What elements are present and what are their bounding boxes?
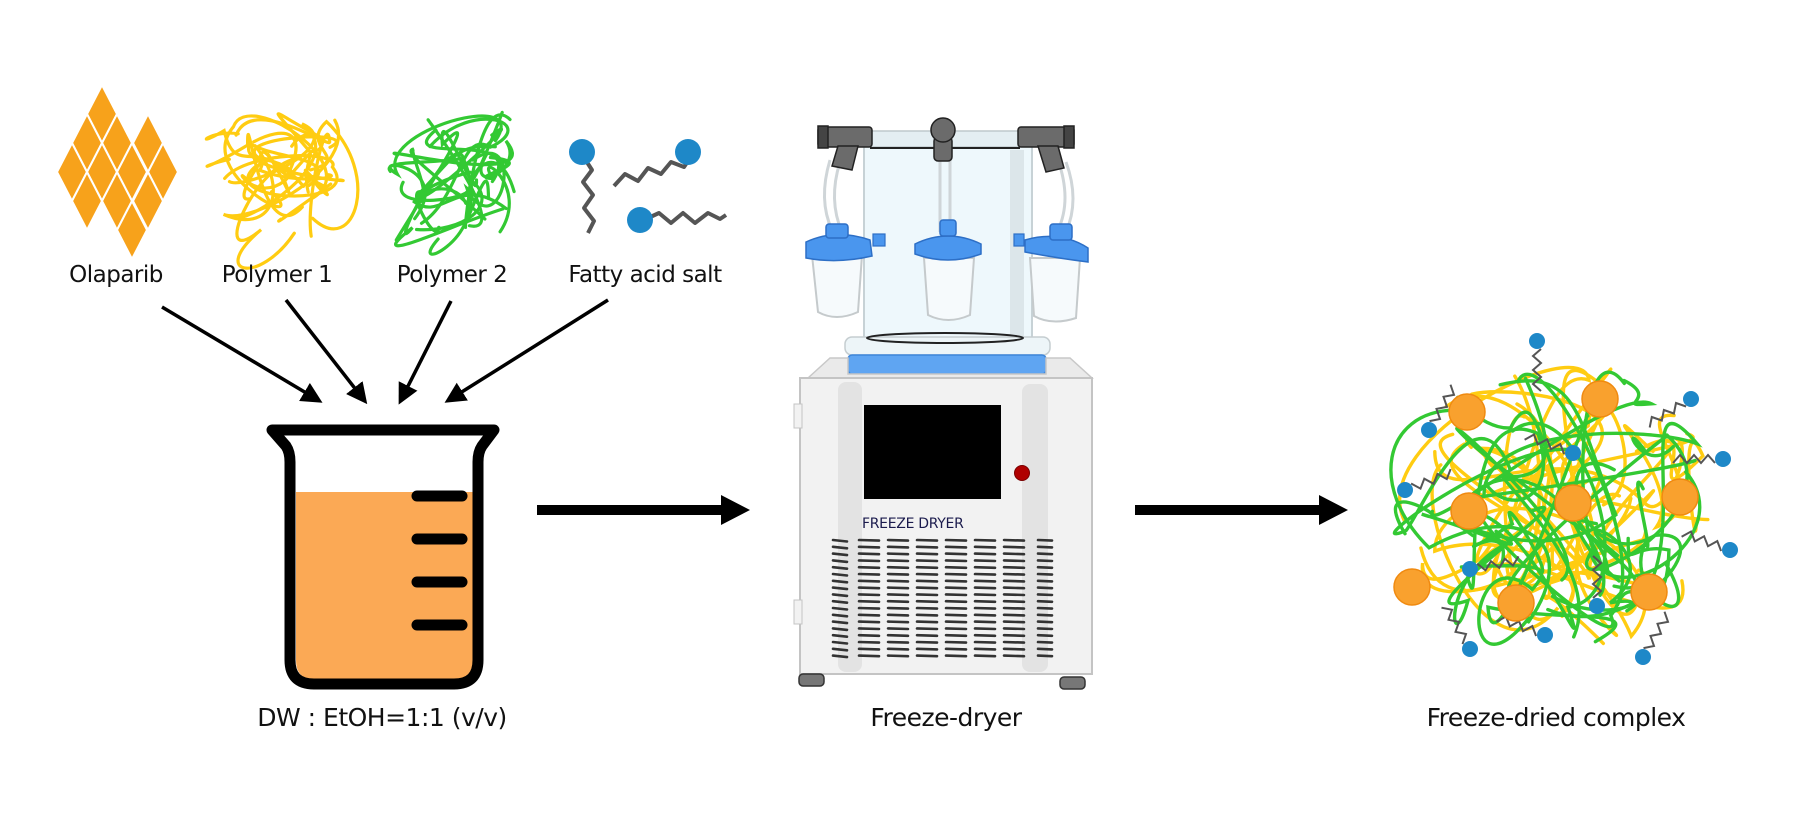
input-arrows <box>161 298 609 405</box>
polymer-chain <box>204 128 306 188</box>
label-freeze-dryer: Freeze-dryer <box>870 703 1022 732</box>
label-fatty-acid-salt: Fatty acid salt <box>568 262 722 288</box>
olaparib-particle <box>1393 568 1431 606</box>
olaparib-particle <box>1497 584 1535 622</box>
arrow-fatty-acid <box>444 298 609 403</box>
surfactant-tail <box>1441 606 1468 645</box>
surfactant-tail <box>1410 468 1452 491</box>
feet <box>798 673 1086 690</box>
surfactant-head <box>1715 451 1731 467</box>
polymer-chain <box>277 168 333 223</box>
olaparib-particle <box>1450 492 1488 530</box>
surfactant-tail <box>1476 555 1520 572</box>
arrow-polymer1 <box>284 298 368 405</box>
surfactant-head <box>1635 649 1651 665</box>
process-arrow-1 <box>537 495 750 525</box>
olaparib-particle <box>1630 573 1668 611</box>
polymer-chain <box>1447 505 1547 626</box>
label-solvent: DW : EtOH=1:1 (v/v) <box>257 703 507 732</box>
diamond-crystal-cluster-icon <box>55 82 180 262</box>
crystal-facet <box>115 198 149 262</box>
polymer-chain <box>394 152 505 248</box>
surfactant-head <box>1537 627 1553 643</box>
surfactant-tail <box>1591 555 1603 599</box>
label-polymer2: Polymer 2 <box>396 262 508 288</box>
graduation-marks <box>411 490 468 631</box>
surfactant-head <box>1462 561 1478 577</box>
surfactant-head <box>1589 598 1605 614</box>
surfactant-head <box>1529 333 1545 349</box>
vent-grille <box>831 538 1054 659</box>
polymer-chain <box>235 156 302 270</box>
olaparib-particle <box>1448 393 1486 431</box>
label-freeze-dried-complex: Freeze-dried complex <box>1426 703 1686 732</box>
olaparib-particle <box>1661 478 1699 516</box>
polymer-chain <box>1455 426 1638 590</box>
surfactant-head <box>1565 445 1581 461</box>
polymer-chain <box>240 131 298 190</box>
polymer-chain <box>1389 408 1551 624</box>
surfactant-tail <box>1681 530 1723 552</box>
surfactant-tail <box>1643 611 1670 650</box>
surfactant-tail <box>1672 453 1716 465</box>
polymer-chain <box>205 133 304 218</box>
flask-center <box>914 219 982 321</box>
surfactant-head <box>1462 641 1478 657</box>
olaparib-particle <box>1554 484 1592 522</box>
beaker-icon <box>266 424 500 690</box>
polymer-chain <box>222 118 340 222</box>
flask-left <box>805 223 886 318</box>
surfactant-head <box>1397 482 1413 498</box>
polymer-chain <box>1506 434 1675 593</box>
indicator-light <box>1014 465 1030 481</box>
surfactant-head <box>1722 542 1738 558</box>
polymer-chain <box>258 150 312 196</box>
polymer-chain <box>399 180 472 256</box>
polymer-chain <box>1482 422 1703 613</box>
polymer-chain <box>1433 437 1684 509</box>
polymer-chain <box>468 151 516 208</box>
surfactant-tail <box>1524 433 1566 455</box>
polymer-chain <box>1393 500 1514 546</box>
complex-particle-icon <box>1389 333 1738 665</box>
polymer-chain <box>223 114 329 209</box>
surfactant-molecule-icon <box>569 139 728 234</box>
polymer-chain <box>308 119 360 231</box>
green-polymer-coil-icon <box>387 110 516 256</box>
polymer-chain <box>1546 461 1683 619</box>
polymer-chain <box>388 114 503 221</box>
surfactant-tail <box>1648 401 1687 428</box>
control-screen <box>864 405 1001 499</box>
surfactant-tail <box>1531 348 1543 392</box>
polymer-chain <box>412 187 508 211</box>
arrow-polymer2 <box>398 300 453 405</box>
polymer-chain <box>234 118 332 238</box>
surfactant-tail <box>1429 384 1456 423</box>
polymer-chain <box>1449 439 1674 581</box>
olaparib-particle <box>1581 380 1619 418</box>
label-polymer1: Polymer 1 <box>221 262 333 288</box>
surfactant-head <box>1421 422 1437 438</box>
flask-right <box>1013 223 1089 323</box>
polymer-chain <box>392 139 514 179</box>
device-brand-text: FREEZE DRYER <box>862 516 964 532</box>
yellow-polymer-coil-icon <box>204 112 360 270</box>
label-olaparib: Olaparib <box>69 262 163 288</box>
process-arrow-2 <box>1135 495 1348 525</box>
surfactant-head <box>1683 391 1699 407</box>
arrow-olaparib <box>161 305 323 403</box>
freeze-dryer-icon <box>793 117 1094 690</box>
polymer-chain <box>1486 414 1618 644</box>
crystal-facet <box>70 169 104 233</box>
